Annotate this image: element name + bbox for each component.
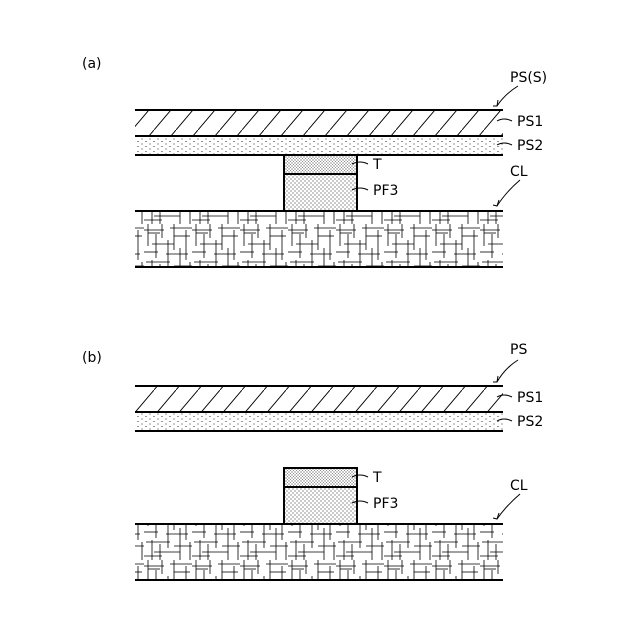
pf3-callout: PF3: [352, 496, 398, 512]
t-layer: [284, 155, 357, 174]
pf3-label: PF3: [373, 496, 398, 512]
ps2-label: PS2: [517, 414, 543, 430]
ps1-layer: [135, 110, 503, 136]
pf3-callout: PF3: [352, 183, 398, 199]
ps1-callout: PS1: [497, 390, 543, 406]
ps2-callout: PS2: [497, 138, 543, 154]
cl-label: CL: [510, 478, 528, 494]
ps1-callout: PS1: [497, 114, 543, 130]
cl-callout: CL: [493, 478, 528, 519]
ps2-layer: [135, 136, 503, 155]
cl-label: CL: [510, 164, 528, 180]
ps2-layer: [135, 412, 503, 431]
ps1-layer: [135, 386, 503, 412]
ps1-label: PS1: [517, 114, 543, 130]
t-layer: [284, 468, 357, 487]
ps-callout: PS: [493, 342, 527, 382]
cl-layer: [135, 524, 503, 580]
ps1-label: PS1: [517, 390, 543, 406]
cl-layer: [135, 211, 503, 267]
panel-b: (b) PS PS1 PS2 T PF3: [82, 342, 543, 580]
ps-callout: PS(S): [493, 70, 547, 106]
pf3-block: [284, 174, 357, 211]
cl-callout: CL: [493, 164, 528, 206]
t-label: T: [372, 157, 382, 173]
pf3-label: PF3: [373, 183, 398, 199]
t-label: T: [372, 470, 382, 486]
ps-label: PS: [510, 342, 527, 358]
pf3-block: [284, 487, 357, 524]
panel-a-label: (a): [82, 56, 102, 72]
ps-label: PS(S): [510, 70, 547, 86]
panel-a: (a) PS(S) PS1 PS2 T: [82, 56, 547, 267]
ps2-callout: PS2: [497, 414, 543, 430]
ps2-label: PS2: [517, 138, 543, 154]
panel-b-label: (b): [82, 350, 102, 366]
